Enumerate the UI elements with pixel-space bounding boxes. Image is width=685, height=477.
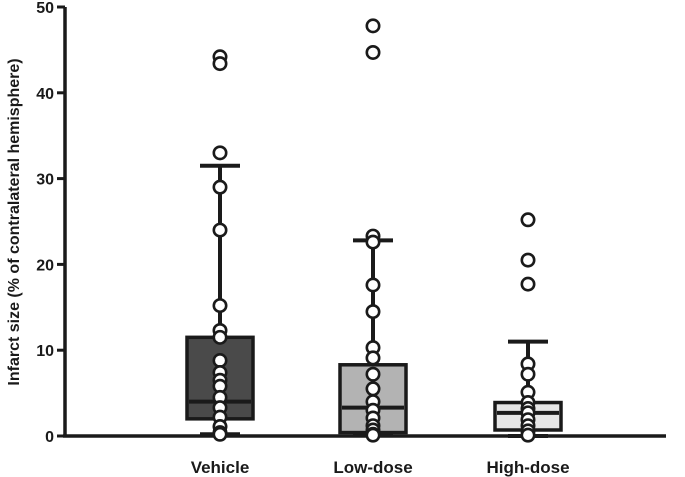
- x-category-label: Vehicle: [191, 458, 250, 477]
- data-point: [365, 234, 381, 250]
- data-point: [365, 18, 381, 34]
- data-point: [212, 179, 228, 195]
- data-point: [520, 276, 536, 292]
- data-point: [212, 222, 228, 238]
- y-tick-label: 20: [36, 257, 54, 274]
- data-point: [212, 145, 228, 161]
- data-point: [365, 44, 381, 60]
- data-point: [365, 350, 381, 366]
- x-category-label: Low-dose: [333, 458, 412, 477]
- data-point: [520, 212, 536, 228]
- data-point: [365, 366, 381, 382]
- data-point: [365, 277, 381, 293]
- data-point: [212, 298, 228, 314]
- y-tick-label: 0: [45, 429, 54, 446]
- data-point: [520, 427, 536, 443]
- y-tick-label: 10: [36, 343, 54, 360]
- x-category-label: High-dose: [486, 458, 569, 477]
- y-tick-label: 40: [36, 86, 54, 103]
- data-point: [520, 366, 536, 382]
- data-point: [365, 427, 381, 443]
- data-point: [520, 252, 536, 268]
- data-point: [212, 329, 228, 345]
- data-point: [212, 426, 228, 442]
- data-point: [365, 304, 381, 320]
- data-point: [212, 352, 228, 368]
- data-point: [212, 56, 228, 72]
- data-point: [365, 381, 381, 397]
- y-axis-label: Infarct size (% of contralateral hemisph…: [6, 58, 23, 385]
- y-tick-label: 30: [36, 172, 54, 189]
- y-tick-label: 50: [36, 0, 54, 17]
